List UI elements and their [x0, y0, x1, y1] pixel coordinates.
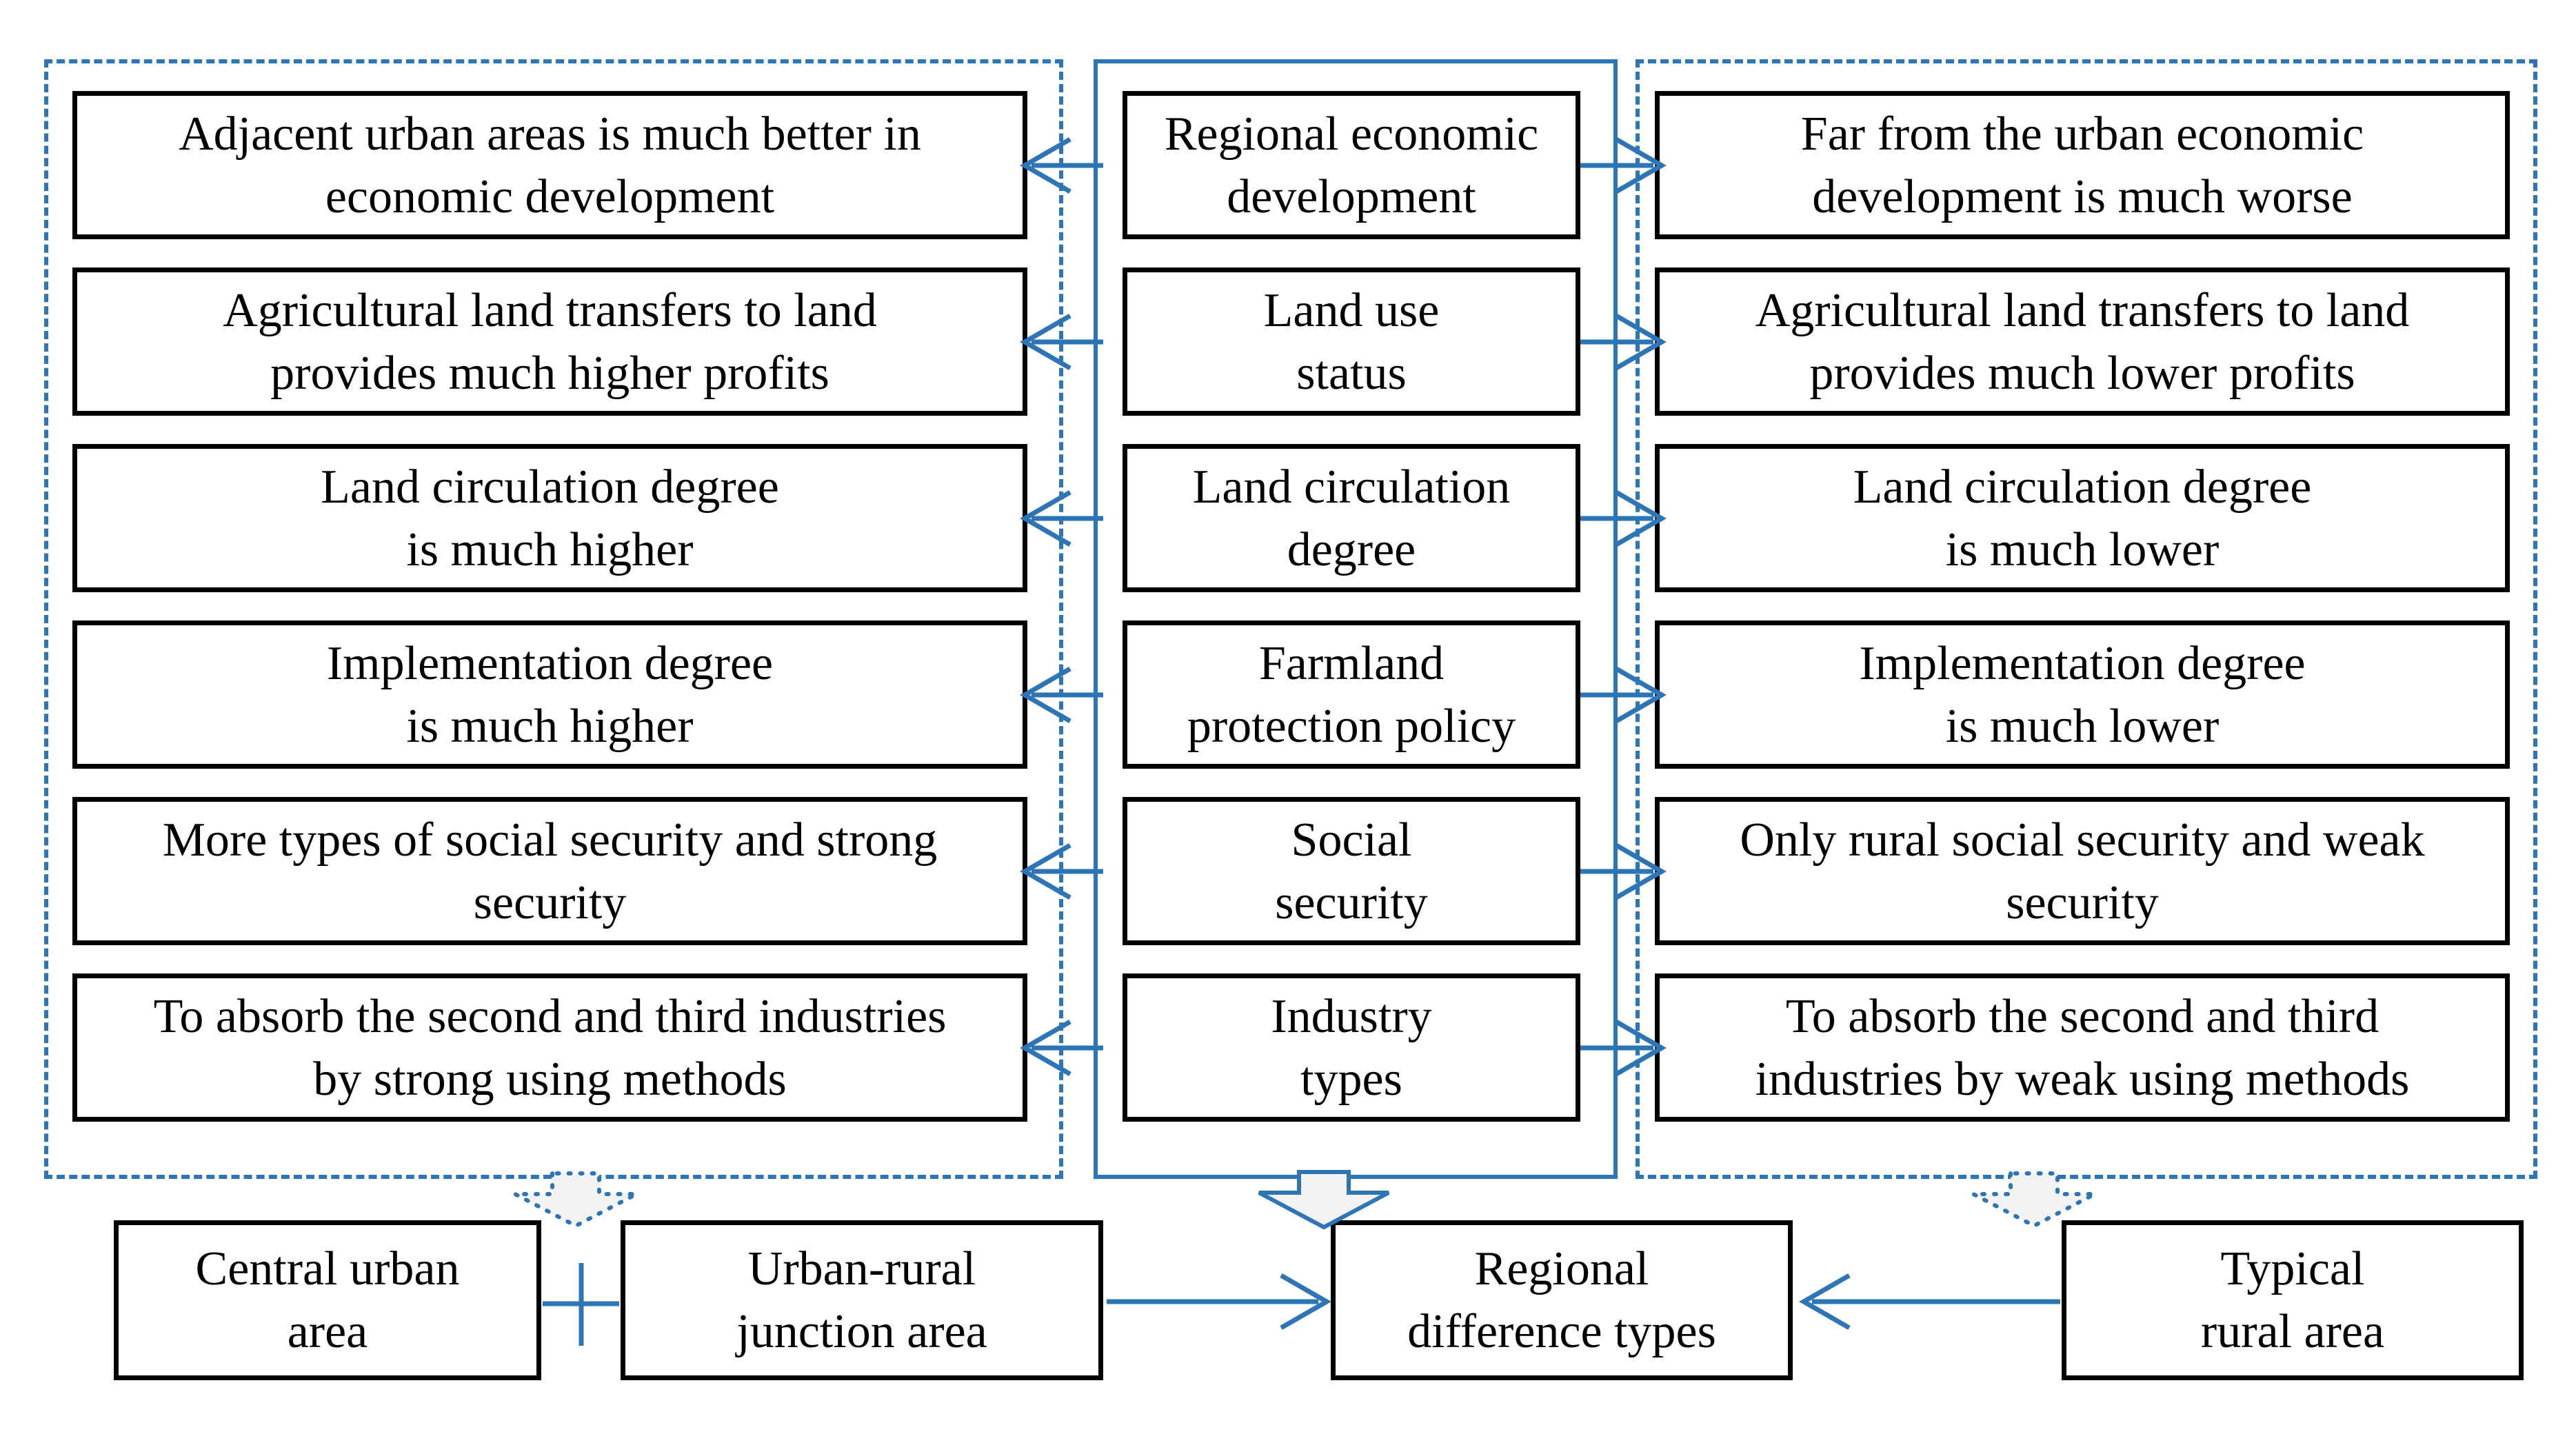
box-text: Only rural social security and weak [1740, 813, 2425, 867]
factor-box-circulation: Land circulation degree [1123, 444, 1580, 592]
box-text: Implementation degree [1859, 636, 2306, 690]
box-text: area [287, 1305, 368, 1358]
box-text: industries by weak using methods [1755, 1052, 2410, 1106]
box-text: rural area [2200, 1305, 2385, 1358]
box-text: degree [1287, 523, 1416, 576]
rural-box-industry: To absorb the second and third industrie… [1655, 973, 2510, 1122]
rural-box-economic: Far from the urban economic development … [1655, 91, 2510, 239]
box-text: difference types [1407, 1305, 1716, 1358]
box-text: development is much worse [1812, 170, 2353, 223]
urban-box-economic: Adjacent urban areas is much better in e… [72, 91, 1027, 239]
rural-box-circulation: Land circulation degree is much lower [1655, 444, 2510, 592]
rural-to-types-arrow [1798, 1273, 2060, 1331]
box-text: development [1227, 170, 1476, 223]
box-text: Land circulation degree [1853, 460, 2312, 514]
factors-panel-down-arrow [1258, 1170, 1390, 1230]
box-text: Adjacent urban areas is much better in [179, 107, 921, 161]
box-text: Regional economic [1164, 107, 1539, 161]
box-text: To absorb the second and third industrie… [153, 989, 947, 1043]
central-urban-area-box: Central urban area [114, 1220, 541, 1380]
box-text: security [2006, 876, 2159, 929]
box-text: Far from the urban economic [1800, 107, 2364, 161]
box-text: security [473, 876, 627, 929]
box-text: More types of social security and strong [162, 813, 938, 867]
box-text: Urban-rural [747, 1242, 976, 1295]
factor-box-farmland-policy: Farmland protection policy [1123, 620, 1580, 769]
factor-box-land-use: Land use status [1123, 267, 1580, 416]
plus-connector [543, 1263, 619, 1346]
box-text: To absorb the second and third [1785, 989, 2379, 1043]
rural-panel-down-arrow [1972, 1171, 2096, 1229]
box-text: Industry [1271, 989, 1432, 1043]
box-text: Social [1291, 813, 1412, 867]
urban-box-industry: To absorb the second and third industrie… [72, 973, 1027, 1122]
box-text: by strong using methods [313, 1052, 787, 1106]
box-text: is much higher [406, 699, 694, 753]
factor-box-social-security: Social security [1123, 797, 1580, 945]
box-text: security [1275, 876, 1428, 929]
box-text: Implementation degree [326, 636, 774, 690]
factor-box-industry: Industry types [1123, 973, 1580, 1122]
box-text: economic development [325, 170, 775, 223]
urban-box-land-use: Agricultural land transfers to land prov… [72, 267, 1027, 416]
urban-box-implementation: Implementation degree is much higher [72, 620, 1027, 769]
box-text: Land circulation [1192, 460, 1511, 514]
urban-box-circulation: Land circulation degree is much higher [72, 444, 1027, 592]
typical-rural-area-box: Typical rural area [2062, 1220, 2524, 1380]
box-text: Central urban [195, 1242, 460, 1295]
box-text: Land use [1263, 283, 1440, 337]
box-text: status [1296, 346, 1407, 400]
regional-difference-types-box: Regional difference types [1331, 1220, 1793, 1380]
box-text: is much lower [1945, 699, 2220, 753]
urban-rural-junction-area-box: Urban-rural junction area [621, 1220, 1103, 1380]
urban-panel-down-arrow [514, 1171, 638, 1229]
rural-box-land-use: Agricultural land transfers to land prov… [1655, 267, 2510, 416]
box-text: Typical [2220, 1242, 2365, 1295]
rural-box-social-security: Only rural social security and weak secu… [1655, 797, 2510, 945]
box-text: Regional [1474, 1242, 1649, 1295]
urban-box-social-security: More types of social security and strong… [72, 797, 1027, 945]
box-text: provides much lower profits [1809, 346, 2355, 400]
box-text: Agricultural land transfers to land [223, 283, 877, 337]
rural-box-implementation: Implementation degree is much lower [1655, 620, 2510, 769]
box-text: is much lower [1945, 523, 2220, 576]
junction-to-types-arrow [1107, 1273, 1332, 1331]
box-text: provides much higher profits [270, 346, 829, 400]
box-text: types [1300, 1052, 1402, 1106]
box-text: protection policy [1187, 699, 1516, 753]
box-text: junction area [736, 1305, 987, 1358]
box-text: Agricultural land transfers to land [1755, 283, 2410, 337]
box-text: is much higher [406, 523, 694, 576]
factor-box-economic: Regional economic development [1123, 91, 1580, 239]
box-text: Land circulation degree [321, 460, 779, 514]
box-text: Farmland [1258, 636, 1445, 690]
